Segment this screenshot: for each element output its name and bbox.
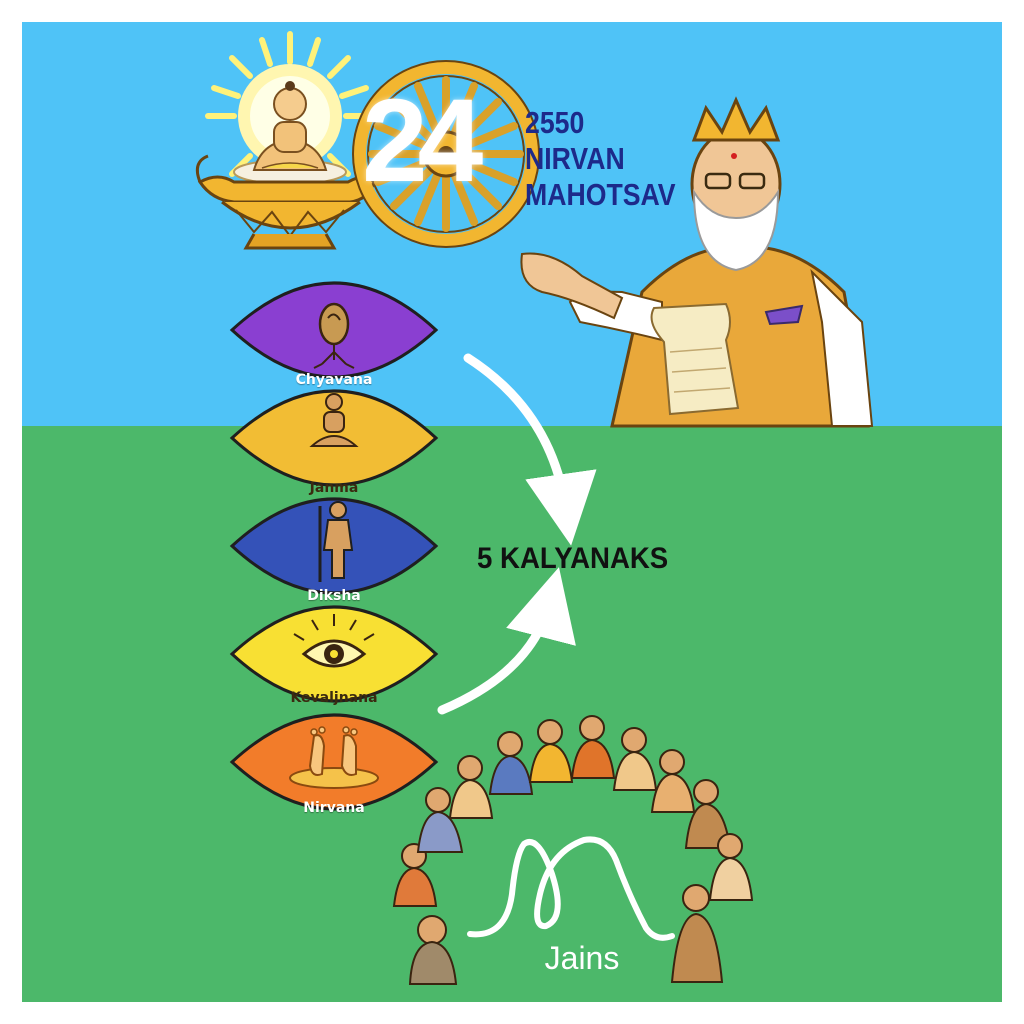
arrow-down-icon bbox=[463, 353, 597, 546]
devotee-figure bbox=[416, 787, 464, 853]
seed-sprout-icon bbox=[313, 302, 355, 369]
seated-child-icon bbox=[309, 393, 359, 447]
devotee-figure bbox=[528, 719, 574, 783]
standing-ascetic-icon bbox=[318, 501, 354, 582]
event-title-line-2: NIRVAN bbox=[525, 141, 625, 176]
dharma-wheel-icon bbox=[352, 60, 540, 248]
seated-child-figure bbox=[233, 81, 347, 185]
community-label: Jains bbox=[544, 940, 620, 976]
kalyanak-label-diksha: Diksha bbox=[307, 588, 361, 604]
kalyanak-label-chyavana: Chyavana bbox=[295, 372, 373, 388]
devotee-figure bbox=[612, 727, 658, 791]
arrow-up-icon bbox=[437, 567, 576, 715]
devotee-figure bbox=[392, 843, 438, 907]
kalyanak-label-janma: Janma bbox=[309, 480, 359, 496]
radiant-eye-icon bbox=[293, 614, 375, 668]
poster-illustration bbox=[195, 31, 874, 985]
kalyanak-label-nirvana: Nirvana bbox=[303, 800, 365, 816]
devotee-figure bbox=[684, 779, 732, 849]
devotee-figure bbox=[570, 715, 616, 779]
devotee-figure bbox=[650, 749, 696, 813]
event-title-line-3: MAHOTSAV bbox=[525, 177, 676, 212]
kalyanak-label-kevaljnana: Kevaljnana bbox=[290, 690, 378, 706]
leader-figure bbox=[520, 96, 874, 428]
devotee-figure bbox=[708, 833, 754, 901]
kalyanaks-heading: 5 KALYANAKS bbox=[477, 542, 669, 575]
devotee-circle bbox=[392, 715, 754, 985]
kalyanak-petal-nirvana bbox=[229, 713, 439, 811]
event-title-line-1: 2550 bbox=[525, 105, 585, 140]
devotee-figure bbox=[408, 915, 458, 985]
devotee-figure bbox=[488, 731, 534, 795]
swirl-line bbox=[467, 836, 675, 941]
golden-cradle-icon bbox=[195, 154, 376, 250]
poster: 24 2550 NIRVAN MAHOTSAV Chyavana Janma D… bbox=[22, 22, 1002, 1002]
devotee-figure bbox=[670, 884, 724, 983]
devotee-figure bbox=[448, 755, 494, 819]
footprints-icon bbox=[289, 726, 379, 789]
anniversary-number: 24 bbox=[362, 75, 483, 207]
